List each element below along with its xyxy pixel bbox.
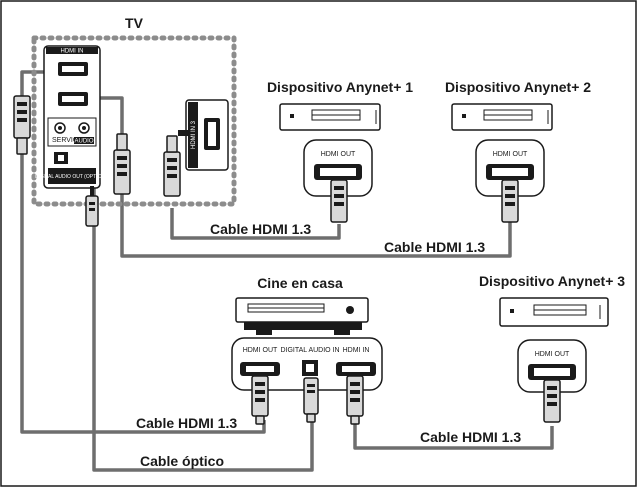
plug-device2 — [501, 179, 519, 223]
tv-title: TV — [125, 15, 144, 31]
cable-label-4: Cable HDMI 1.3 — [420, 429, 521, 445]
plug-tv-left — [13, 95, 31, 155]
device1-label: Dispositivo Anynet+ 1 — [267, 79, 413, 95]
tv-hdmi-in-label: HDMI IN — [61, 49, 84, 55]
hometheater-unit — [235, 297, 369, 335]
cable-tv-to-device2 — [86, 96, 512, 258]
device2 — [451, 103, 553, 131]
device1-port-label: HDMI OUT — [321, 151, 356, 158]
device1 — [279, 103, 381, 131]
ht-hdmi-out-label: HDMI OUT — [243, 347, 278, 354]
plug-ht-hdmi-in — [346, 375, 364, 425]
ht-hdmi-in-label: HDMI IN — [343, 347, 370, 354]
tv-service-label: SERVICE — [52, 137, 83, 144]
plug-tv-side — [163, 135, 181, 197]
plug-device1 — [330, 179, 348, 223]
cable-label-optical: Cable óptico — [140, 453, 224, 469]
device3-port-label: HDMI OUT — [535, 351, 570, 358]
plug-device3 — [543, 379, 561, 423]
tv-frame — [31, 35, 237, 207]
cable-hometheater-to-device3 — [353, 420, 554, 450]
device1-port: HDMI OUT — [303, 139, 373, 197]
cable-label-3: Cable HDMI 1.3 — [136, 415, 237, 431]
plug-optical-tv — [85, 186, 99, 227]
hometheater-label: Cine en casa — [257, 275, 343, 291]
device3-label: Dispositivo Anynet+ 3 — [479, 273, 625, 289]
tv-side-hdmi-label: HDMI IN 3 — [191, 120, 197, 149]
device2-port-label: HDMI OUT — [493, 151, 528, 158]
device3-port: HDMI OUT — [517, 339, 587, 393]
ht-digital-in-label: DIGITAL AUDIO IN — [280, 347, 339, 354]
tv-rear-panel: HDMI IN SERVICE AUDIO DIGITAL AUDIO OUT … — [35, 45, 109, 189]
cables — [20, 70, 554, 472]
tv-audio-label: AUDIO — [74, 139, 93, 145]
tv-side-panel: HDMI IN 3 — [178, 99, 229, 171]
device2-port: HDMI OUT — [475, 139, 545, 197]
cable-label-1: Cable HDMI 1.3 — [210, 221, 311, 237]
cable-tv-to-device1 — [170, 208, 341, 240]
cable-label-2: Cable HDMI 1.3 — [384, 239, 485, 255]
plug-ht-optical — [303, 377, 319, 423]
hometheater-panel: HDMI OUT DIGITAL AUDIO IN HDMI IN — [231, 337, 383, 391]
plug-ht-hdmi-out — [251, 375, 269, 425]
plug-tv-right — [113, 133, 131, 195]
device2-label: Dispositivo Anynet+ 2 — [445, 79, 591, 95]
device3 — [499, 297, 609, 327]
tv-digital-label: DIGITAL AUDIO OUT (OPTICAL) — [35, 174, 109, 180]
